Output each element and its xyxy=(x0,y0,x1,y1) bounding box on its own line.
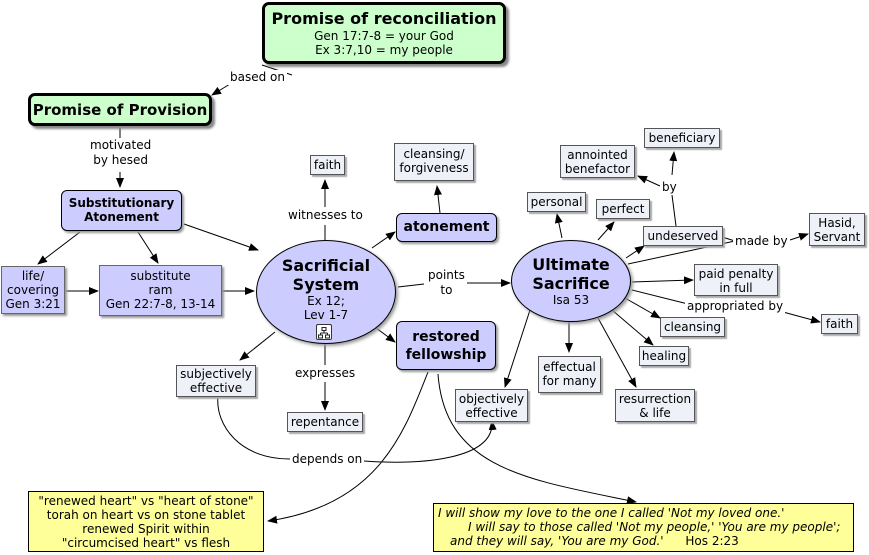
restored-fellowship-line2: fellowship xyxy=(405,347,487,363)
annointed-benefactor-line1: annointed xyxy=(567,148,628,162)
resurrection-life-node[interactable]: resurrection & life xyxy=(615,389,695,422)
undeserved-label: undeserved xyxy=(647,229,719,243)
link-label-witnesses-to: witnesses to xyxy=(286,208,365,223)
objectively-effective-line1: objectively xyxy=(458,392,525,406)
hasid-servant-line2: Servant xyxy=(813,230,861,244)
healing-label: healing xyxy=(641,349,687,363)
paid-penalty-node[interactable]: paid penalty in full xyxy=(694,264,778,296)
substitutionary-atonement-node[interactable]: Substitutionary Atonement xyxy=(61,190,182,231)
concept-map-icon[interactable] xyxy=(316,324,332,340)
hasid-servant-node[interactable]: Hasid, Servant xyxy=(809,213,865,246)
renewed-heart-line2: torah on heart vs on stone tablet xyxy=(46,508,246,522)
link-label-motivated-by-hesed: motivated by hesed xyxy=(88,138,154,168)
ultimate-sacrifice-node[interactable]: Ultimate Sacrifice Isa 53 xyxy=(511,240,631,322)
link-label-based-on: based on xyxy=(228,70,287,85)
personal-label: personal xyxy=(530,195,583,209)
perfect-node[interactable]: perfect xyxy=(596,199,650,219)
effectual-line1: effectual xyxy=(543,360,596,374)
resurrection-line1: resurrection xyxy=(618,392,692,406)
hosea-line3-wrap: and they will say, 'You are my God.' Hos… xyxy=(438,534,849,548)
cleansing-forgiveness-line1: cleansing/ xyxy=(403,147,465,161)
resurrection-line2: & life xyxy=(639,406,671,420)
life-covering-ref: Gen 3:21 xyxy=(5,297,61,311)
promise-provision-title: Promise of Provision xyxy=(32,101,208,119)
paid-penalty-line1: paid penalty xyxy=(698,267,774,281)
hosea-line2: I will say to those called 'Not my peopl… xyxy=(468,520,841,534)
cleansing-forgiveness-node[interactable]: cleansing/ forgiveness xyxy=(394,143,474,181)
atonement-label: atonement xyxy=(403,219,490,235)
hosea-line1: I will show my love to the one I called … xyxy=(438,506,785,520)
substitutionary-atonement-line1: Substitutionary xyxy=(68,196,175,210)
promise-of-provision-node[interactable]: Promise of Provision xyxy=(28,93,212,126)
ultimate-sacrifice-line2: Sacrifice xyxy=(532,274,610,293)
substitute-ram-line1: substitute xyxy=(130,269,191,283)
renewed-heart-line4: "circumcised heart" vs flesh xyxy=(61,536,231,550)
restored-fellowship-line1: restored xyxy=(412,329,480,345)
link-label-appropriated-by: appropriated by xyxy=(685,299,786,314)
points-to-line1: points xyxy=(428,268,465,282)
effectual-for-many-node[interactable]: effectual for many xyxy=(538,356,601,393)
motivated-line1: motivated xyxy=(90,138,152,152)
substitutionary-atonement-line2: Atonement xyxy=(84,210,159,224)
annointed-benefactor-line2: benefactor xyxy=(564,162,631,176)
objectively-effective-node[interactable]: objectively effective xyxy=(455,389,528,422)
annointed-benefactor-node[interactable]: annointed benefactor xyxy=(560,145,635,178)
repentance-label: repentance xyxy=(290,415,360,429)
undeserved-node[interactable]: undeserved xyxy=(643,226,723,246)
atonement-node[interactable]: atonement xyxy=(396,213,497,242)
link-label-by: by xyxy=(660,180,679,195)
substitute-ram-ref: Gen 22:7-8, 13-14 xyxy=(105,297,216,311)
promise-of-reconciliation-node[interactable]: Promise of reconciliation Gen 17:7-8 = y… xyxy=(262,2,506,64)
promise-reconciliation-title: Promise of reconciliation xyxy=(271,9,497,28)
beneficiary-label: beneficiary xyxy=(648,131,716,145)
hasid-servant-line1: Hasid, xyxy=(818,216,856,230)
link-label-depends-on: depends on xyxy=(290,452,365,467)
link-label-expresses: expresses xyxy=(293,366,358,381)
sacrificial-system-line2: System xyxy=(292,275,360,294)
promise-reconciliation-ref1: Gen 17:7-8 = your God xyxy=(314,29,454,43)
sacrificial-system-ref2: Lev 1-7 xyxy=(303,308,349,322)
life-covering-line2: covering xyxy=(7,283,59,297)
effectual-line2: for many xyxy=(542,374,597,388)
substitute-ram-line2: ram xyxy=(148,283,173,297)
faith-label: faith xyxy=(313,158,342,172)
life-covering-line1: life/ xyxy=(21,269,45,283)
substitute-ram-node[interactable]: substitute ram Gen 22:7-8, 13-14 xyxy=(99,265,222,316)
hosea-note[interactable]: I will show my love to the one I called … xyxy=(433,503,854,552)
personal-node[interactable]: personal xyxy=(527,192,586,212)
life-covering-node[interactable]: life/ covering Gen 3:21 xyxy=(1,266,65,314)
restored-fellowship-node[interactable]: restored fellowship xyxy=(396,321,496,370)
beneficiary-node[interactable]: beneficiary xyxy=(644,128,720,148)
subjectively-effective-line1: subjectively xyxy=(180,367,252,381)
subjectively-effective-node[interactable]: subjectively effective xyxy=(176,365,256,397)
cleansing-forgiveness-line2: forgiveness xyxy=(399,161,469,175)
link-label-points-to: points to xyxy=(426,268,467,298)
link-label-made-by: made by xyxy=(733,234,790,249)
hosea-reference: Hos 2:23 xyxy=(685,534,739,548)
ultimate-sacrifice-line1: Ultimate xyxy=(532,255,610,274)
subjectively-effective-line2: effective xyxy=(189,381,243,395)
objectively-effective-line2: effective xyxy=(465,406,518,420)
faith-node[interactable]: faith xyxy=(310,155,345,175)
cleansing-node[interactable]: cleansing xyxy=(660,317,725,337)
motivated-line2: by hesed xyxy=(93,153,148,167)
faith-right-label: faith xyxy=(825,317,854,331)
ultimate-sacrifice-ref: Isa 53 xyxy=(552,293,590,307)
sacrificial-system-ref1: Ex 12; xyxy=(307,294,345,308)
promise-reconciliation-ref2: Ex 3:7,10 = my people xyxy=(315,43,453,57)
renewed-heart-line3: renewed Spirit within xyxy=(82,522,210,536)
faith-right-node[interactable]: faith xyxy=(821,314,858,334)
repentance-node[interactable]: repentance xyxy=(287,412,363,432)
points-to-line2: to xyxy=(440,283,453,297)
healing-node[interactable]: healing xyxy=(639,346,689,366)
renewed-heart-line1: "renewed heart" vs "heart of stone" xyxy=(38,494,254,508)
perfect-label: perfect xyxy=(601,202,645,216)
paid-penalty-line2: in full xyxy=(719,281,753,295)
renewed-heart-note[interactable]: "renewed heart" vs "heart of stone" tora… xyxy=(28,491,264,552)
hosea-line3: and they will say, 'You are my God.' xyxy=(450,534,664,548)
cleansing-label: cleansing xyxy=(663,320,722,334)
sacrificial-system-node[interactable]: Sacrificial System Ex 12; Lev 1-7 xyxy=(256,240,396,344)
sacrificial-system-line1: Sacrificial xyxy=(281,256,371,275)
